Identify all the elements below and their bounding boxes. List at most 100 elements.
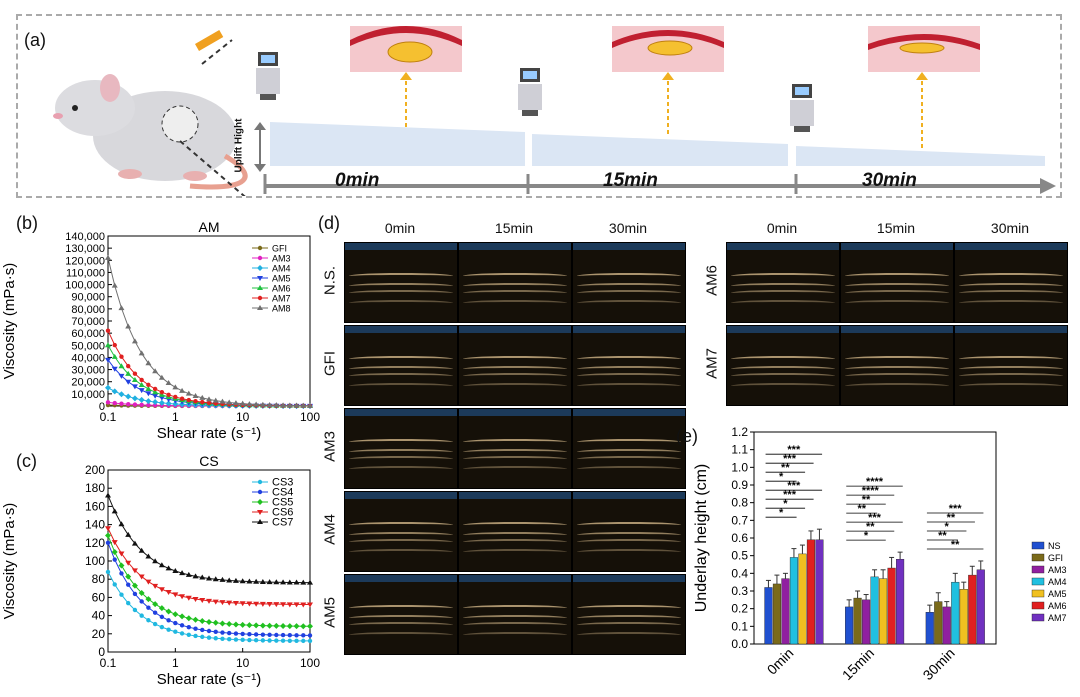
y-tick-label: 0.5 <box>731 549 748 563</box>
legend-swatch <box>1031 577 1045 586</box>
data-point <box>172 384 179 390</box>
data-point <box>158 562 165 568</box>
tissue-layer <box>463 522 567 528</box>
chart-title: CS <box>199 453 218 469</box>
data-point <box>138 350 145 356</box>
data-point <box>112 557 117 562</box>
legend-label: AM7 <box>272 294 291 304</box>
legend-entry-GFI: GFI <box>252 244 287 254</box>
data-point <box>266 401 273 407</box>
legend-label: GFI <box>272 244 287 254</box>
data-point <box>139 402 144 408</box>
tissue-layer <box>463 605 567 611</box>
bar-AM7 <box>976 569 985 645</box>
tissue-layer <box>577 282 681 289</box>
tissue-layer <box>845 365 949 372</box>
tissue-layer <box>349 622 453 628</box>
legend-entry-CS3: CS3 <box>252 477 293 489</box>
data-point <box>199 598 206 604</box>
y-tick-label: 120,000 <box>65 255 105 267</box>
legend-marker <box>257 245 263 251</box>
significance-marker: * <box>779 507 784 519</box>
bar-GFI <box>934 601 943 645</box>
data-point <box>280 602 287 608</box>
data-point <box>293 623 300 630</box>
data-point <box>206 575 212 581</box>
y-tick-label: 0.3 <box>731 584 748 598</box>
image-header-bar <box>955 243 1067 250</box>
data-point <box>138 381 145 387</box>
tissue-layer <box>959 373 1063 379</box>
data-point <box>253 622 260 629</box>
tissue-layer <box>349 631 453 638</box>
y-tick-label: 0.1 <box>731 619 748 633</box>
y-tick-label: 60 <box>92 590 106 604</box>
legend-entry-CS5: CS5 <box>252 497 293 509</box>
underlay-height-bar-chart: 0.00.10.20.30.40.50.60.70.80.91.01.11.2U… <box>693 425 1067 683</box>
y-axis-label: Viscosity (mPa·s) <box>1 503 18 619</box>
data-point <box>193 633 198 639</box>
data-point <box>185 390 192 396</box>
tissue-layer <box>463 622 567 628</box>
data-point <box>126 401 131 407</box>
data-point <box>287 638 292 643</box>
tissue-layer <box>349 531 453 538</box>
data-point <box>206 598 212 604</box>
panel-a-frame <box>16 14 1062 198</box>
data-point <box>307 579 313 585</box>
row-label: AM5 <box>321 596 339 628</box>
x-axis-label: Shear rate (s⁻¹) <box>157 671 262 688</box>
ultrasound-image <box>954 242 1068 323</box>
data-point <box>145 398 152 405</box>
data-point <box>286 602 293 608</box>
tissue-layer <box>463 548 567 555</box>
data-point <box>179 594 186 600</box>
data-point <box>220 630 225 635</box>
image-header-bar <box>841 326 953 333</box>
data-point <box>166 392 171 398</box>
row-label: AM4 <box>321 513 339 545</box>
data-point <box>286 579 293 585</box>
data-point <box>105 532 111 539</box>
data-point <box>158 605 165 612</box>
data-point <box>152 399 159 406</box>
data-point <box>280 632 286 638</box>
uplift-axis-label: Uplift Hight <box>233 118 245 173</box>
significance-marker: ** <box>947 512 956 524</box>
data-point <box>131 376 138 382</box>
y-tick-label: 0 <box>98 645 105 659</box>
legend-label: AM3 <box>1048 565 1067 575</box>
data-point <box>287 633 292 638</box>
data-point <box>226 621 233 628</box>
data-point <box>125 531 132 537</box>
ultrasound-image <box>344 408 458 489</box>
data-point <box>307 633 313 638</box>
y-tick-label: 110,000 <box>66 267 105 279</box>
y-tick-label: 1.0 <box>731 460 748 474</box>
data-point <box>165 380 172 386</box>
series-CS3 <box>105 569 313 644</box>
data-point <box>146 605 151 610</box>
row-label: GFI <box>321 350 339 376</box>
tissue-layer <box>731 373 835 379</box>
data-point <box>185 595 192 601</box>
tissue-layer <box>959 273 1063 279</box>
data-point <box>232 400 239 406</box>
bar-AM4 <box>789 557 798 645</box>
y-axis-label: Viscosity (mPa·s) <box>1 263 18 379</box>
data-point <box>105 526 111 532</box>
y-tick-label: 0.0 <box>731 637 748 651</box>
tissue-layer <box>349 299 453 306</box>
data-point <box>105 328 111 333</box>
tissue-layer <box>463 365 567 372</box>
data-point <box>125 370 132 376</box>
significance-marker: * <box>945 521 950 533</box>
significance-marker: ** <box>866 521 875 533</box>
data-point <box>186 632 191 638</box>
x-tick-label: 0.1 <box>100 410 117 424</box>
image-header-bar <box>459 575 571 582</box>
series-AM8 <box>105 254 313 408</box>
data-point <box>138 388 145 394</box>
data-point <box>185 571 192 577</box>
